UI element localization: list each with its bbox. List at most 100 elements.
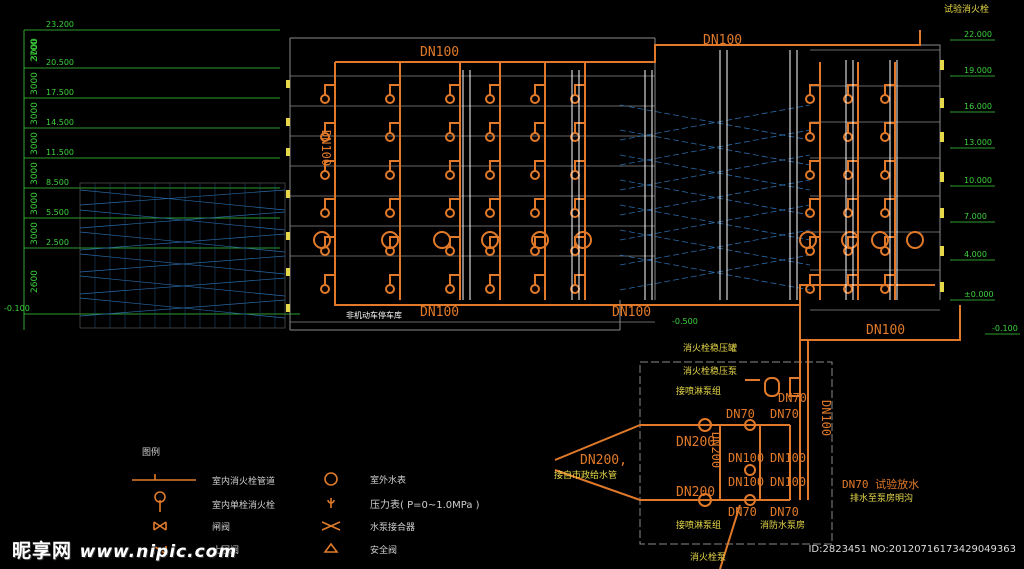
pipe-segment: [884, 84, 895, 95]
hydrant-symbol: [530, 132, 540, 142]
pipe-label-dn100: DN100: [770, 475, 806, 489]
hydrant-cabinet-symbol: [381, 231, 399, 249]
watermark-brand: 昵享网: [12, 540, 73, 562]
pipe-label-dn100: DN100: [866, 323, 905, 338]
hydrant-symbol: [385, 94, 395, 104]
pipe-segment: [324, 122, 335, 133]
hydrant-symbol: [485, 284, 495, 294]
elevation-label-right: 4.000: [964, 250, 987, 259]
pump-room-piping: [554, 339, 809, 569]
pipe-label-dn70: DN70: [770, 505, 799, 519]
hydrant-symbol: [843, 208, 853, 218]
pipe-segment: [324, 198, 335, 209]
pipe-segment: [534, 84, 545, 95]
pipe-segment: [449, 236, 460, 247]
ramp-lines: [619, 104, 811, 291]
garage-label: 非机动车停车库: [346, 310, 402, 320]
pipe-segment: [449, 160, 460, 171]
watermark-url: www.nipic.com: [79, 542, 238, 562]
elevation-label-mid: -0.500: [672, 317, 698, 326]
left-elevation-labels: 23.20020.50017.50014.50011.5008.5005.500…: [4, 20, 74, 313]
pipe-segment: [324, 236, 335, 247]
hydrant-symbol: [530, 170, 540, 180]
pipe-segment: [389, 84, 400, 95]
pipe-segment: [884, 198, 895, 209]
hydrant-symbol: [805, 94, 815, 104]
legend-label: 闸阀: [212, 522, 230, 533]
elevation-label-right: 19.000: [964, 66, 992, 75]
wall-marker: [286, 148, 290, 156]
hydrant-symbol: [880, 170, 890, 180]
hydrant-symbol: [805, 132, 815, 142]
pipe-segment: [884, 160, 895, 171]
pipe-segment: [847, 122, 858, 133]
hydrant-symbol: [485, 170, 495, 180]
pump-room-outline: [639, 361, 833, 545]
legend-symbols: [132, 472, 341, 555]
pipe-segment: [449, 198, 460, 209]
elevation-label-right: 13.000: [964, 138, 992, 147]
hydrant-symbol: [843, 284, 853, 294]
pipe-segment: [809, 198, 820, 209]
sprinkler-pump-label-bottom: 接喷淋泵组: [676, 519, 721, 531]
hydrant-cabinet-symbol: [841, 231, 859, 249]
pipe-segment: [847, 236, 858, 247]
wall-marker: [286, 268, 290, 276]
floor-height-label: 3000: [30, 222, 40, 245]
hydrant-symbol: [843, 94, 853, 104]
pipe-segment: [809, 236, 820, 247]
pipe-segment: [389, 122, 400, 133]
pipe-label-dn70: DN70: [728, 505, 757, 519]
white-risers: [462, 50, 898, 300]
wall-marker: [940, 246, 944, 256]
hydrant-symbol: [485, 208, 495, 218]
pipe-segment: [489, 274, 500, 285]
city-pipe-label-2: 接自市政给水管: [554, 469, 617, 481]
image-id: ID:2823451 NO:20120716173429049363: [808, 544, 1016, 555]
hydrant-symbol: [880, 94, 890, 104]
wall-marker: [940, 282, 944, 292]
pipe-segment: [389, 274, 400, 285]
wall-marker: [940, 208, 944, 218]
hydrant-cabinet-symbol: [433, 231, 451, 249]
hydrant-symbol: [485, 94, 495, 104]
hydrant-cabinet-symbol: [871, 231, 889, 249]
pipe-segment: [449, 122, 460, 133]
pipe-segment: [809, 160, 820, 171]
pipe-segment: [574, 198, 585, 209]
elevation-label-left: 23.200: [46, 20, 74, 29]
hydrant-symbol: [320, 170, 330, 180]
wall-marker: [940, 172, 944, 182]
pipe-segment: [324, 274, 335, 285]
elevation-label-left: 20.500: [46, 58, 74, 67]
hydrant-symbol: [530, 94, 540, 104]
wall-markers: [286, 60, 944, 312]
pipe-label-dn100-riser: DN100: [319, 130, 333, 166]
hydrant-symbol: [805, 170, 815, 180]
pipe-segment: [335, 30, 921, 63]
pipe-segment: [574, 122, 585, 133]
elevation-label-right: 10.000: [964, 176, 992, 185]
legend-label: 室外水表: [370, 474, 406, 486]
watermark: 昵享网 www.nipic.com: [12, 536, 237, 563]
legend-title: 图例: [142, 446, 160, 458]
pipe-segment: [809, 84, 820, 95]
pipe-segment: [489, 84, 500, 95]
hydrant-symbol: [320, 208, 330, 218]
elevation-label-left: 11.500: [46, 148, 74, 157]
pipe-segment: [809, 274, 820, 285]
pipe-label-dn70: DN70: [770, 407, 799, 421]
test-drain-label: DN70 试验放水: [842, 477, 919, 491]
legend-label: 安全阀: [370, 544, 397, 556]
pipe-segment: [808, 305, 961, 341]
floor-height-label: 3000: [30, 192, 40, 215]
hydrant-symbol: [445, 208, 455, 218]
pipe-label-dn200: DN200: [676, 435, 715, 450]
pipe-label-dn100: DN100: [728, 451, 764, 465]
wall-marker: [286, 118, 290, 126]
hydrant-symbol: [530, 208, 540, 218]
elevation-label-right: ±0.000: [964, 290, 994, 299]
hydrant-symbol: [320, 284, 330, 294]
pipe-segment: [534, 160, 545, 171]
pipe-segment: [389, 160, 400, 171]
